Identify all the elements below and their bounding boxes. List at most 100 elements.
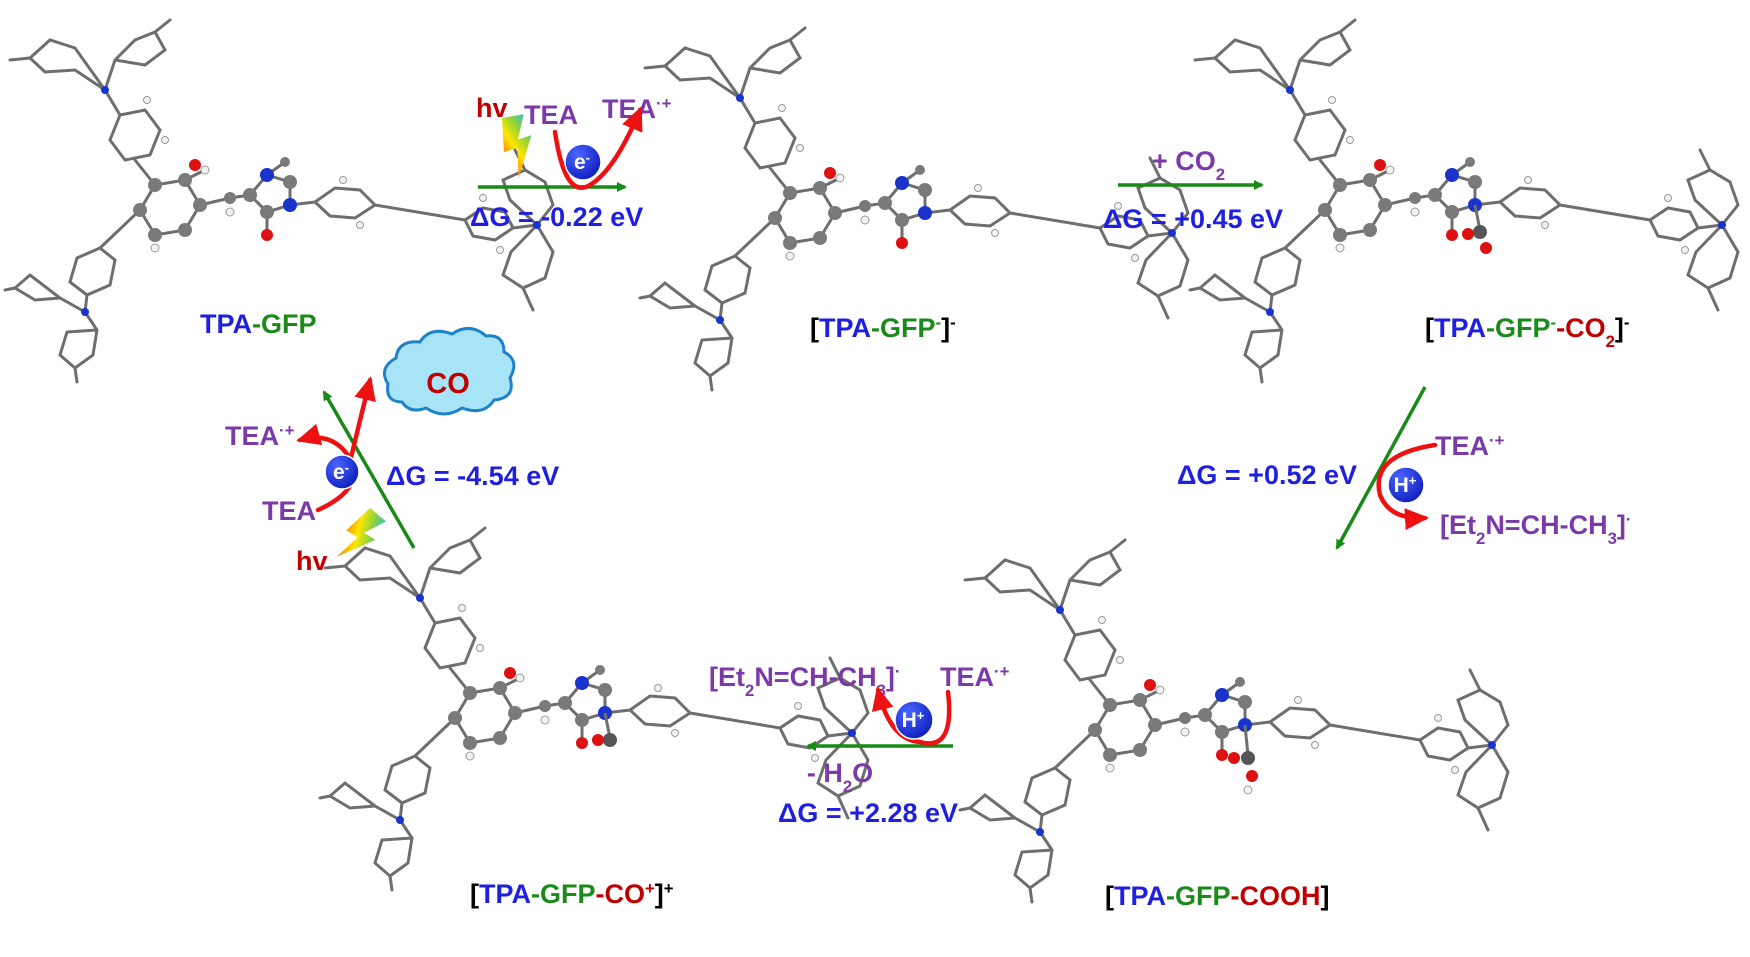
text-part: [ <box>810 313 819 343</box>
carbonyl-oxygen <box>592 734 604 746</box>
text-part: H <box>1394 474 1409 497</box>
tea-label-step5: TEA <box>262 496 316 526</box>
proton-badge-step3 <box>1387 466 1425 504</box>
label-tpa-gfp-cooh: [TPA-GFP-COOH] <box>1105 881 1330 911</box>
text-part: - <box>1551 313 1557 332</box>
arrow-step3 <box>1335 386 1427 550</box>
dg-label-step2: ΔG = +0.45 eV <box>1103 204 1283 234</box>
text-part: GFP <box>540 879 596 909</box>
text-part: e <box>333 461 345 484</box>
carboxyl-carbon <box>1241 751 1255 765</box>
text-part: CO <box>426 368 470 400</box>
text-part: ·+ <box>656 94 672 113</box>
text-part: [Et <box>1440 510 1476 540</box>
carboxyl-oxygen <box>1480 242 1492 254</box>
text-part: e <box>574 151 586 174</box>
text-part: ] <box>1617 510 1626 540</box>
text-part: - <box>1486 313 1495 343</box>
text-part: - <box>586 150 590 165</box>
text-part: O <box>852 758 873 788</box>
label-tpa-gfp-co-cation: [TPA-GFP-CO+]+ <box>470 879 674 910</box>
text-part: TEA <box>940 662 994 692</box>
text-part: · <box>1626 510 1632 529</box>
text-part: ΔG = +2.28 eV <box>778 798 958 828</box>
proton-badge-step3-label: H+ <box>1394 473 1417 498</box>
co-product-label: CO <box>426 368 470 400</box>
text-part: + <box>1409 473 1417 488</box>
text-part: + <box>664 879 674 898</box>
text-part: GFP <box>1175 881 1231 911</box>
label-tpa-gfp-co2-adduct: [TPA-GFP--CO2]- <box>1425 313 1629 351</box>
text-part: - <box>345 460 349 475</box>
co-release-curve-step5 <box>347 376 376 465</box>
proton-transfer-curve-step4 <box>871 686 952 746</box>
co2-reagent-label: + CO2 <box>1152 146 1225 184</box>
co-cloud-icon <box>382 327 516 416</box>
text-part: ] <box>886 662 895 692</box>
molecule-tpa-gfp-anion <box>638 26 1190 392</box>
text-part: TEA <box>225 421 279 451</box>
molecule-tpa-gfp-co2-adduct <box>1188 18 1740 384</box>
text-part: GFP <box>880 313 936 343</box>
hv-label-step5: hv <box>296 546 328 576</box>
carbonyl-carbon <box>603 733 617 747</box>
text-part: [Et <box>709 662 745 692</box>
arrow-step5 <box>322 390 416 549</box>
text-part: ·+ <box>279 421 295 440</box>
text-part: N=CH-CH <box>754 662 876 692</box>
text-part: · <box>895 662 901 681</box>
dg-label-step3: ΔG = +0.52 eV <box>1177 460 1357 490</box>
text-part: TPA <box>479 879 531 909</box>
text-part: hv <box>296 546 328 576</box>
text-part: 3 <box>1608 529 1617 548</box>
text-part: ] <box>1615 313 1624 343</box>
text-part: 2 <box>843 777 852 796</box>
text-part: - <box>871 313 880 343</box>
text-part: - <box>596 879 605 909</box>
tea-radical-label-step5: TEA·+ <box>225 421 295 452</box>
text-part: - <box>950 313 956 332</box>
text-part: + CO <box>1152 146 1216 176</box>
text-part: ΔG = +0.45 eV <box>1103 204 1283 234</box>
text-part: - <box>1556 313 1565 343</box>
electron-badge-step5 <box>324 454 360 490</box>
hv-label-step1: hv <box>476 93 508 123</box>
electron-badge-step1 <box>564 143 602 181</box>
dg-label-step4: ΔG = +2.28 eV <box>778 798 958 828</box>
text-part: CO <box>605 879 646 909</box>
text-part: 2 <box>1606 332 1615 351</box>
electron-badge-step1-label: e- <box>574 150 590 175</box>
carboxyl-oxygen <box>1228 752 1240 764</box>
hydroxyl-hydrogen <box>1243 785 1253 795</box>
carboxyl-oxygen <box>1462 228 1474 240</box>
text-part: N=CH-CH <box>1485 510 1607 540</box>
text-part: GFP <box>261 309 317 339</box>
light-bolt-icon <box>502 114 532 179</box>
text-part: ΔG = -0.22 eV <box>470 202 643 232</box>
light-bolt-icon <box>336 508 387 557</box>
text-part: GFP <box>1495 313 1551 343</box>
text-part: + <box>645 879 655 898</box>
carboxyl-carbon <box>1473 225 1487 239</box>
text-part: ΔG = -4.54 eV <box>386 461 559 491</box>
tea-radical-label-step3: TEA·+ <box>1435 431 1505 462</box>
text-part: TPA <box>819 313 871 343</box>
molecule-tpa-gfp-cooh <box>958 538 1510 904</box>
text-part: + <box>917 708 925 723</box>
text-part: - <box>252 309 261 339</box>
text-part: - H <box>807 758 843 788</box>
text-part: - <box>531 879 540 909</box>
proton-badge-step4-label: H+ <box>902 708 925 733</box>
text-part: TEA <box>602 94 656 124</box>
dg-label-step1: ΔG = -0.22 eV <box>470 202 643 232</box>
molecule-tpa-gfp <box>3 18 555 384</box>
water-loss-label: - H2O <box>807 758 873 796</box>
text-part: ] <box>941 313 950 343</box>
proton-transfer-curve-step3 <box>1376 442 1438 531</box>
text-part: [ <box>470 879 479 909</box>
text-part: - <box>936 313 942 332</box>
label-tpa-gfp-anion: [TPA-GFP-]- <box>810 313 956 344</box>
tea-label-step1: TEA <box>524 100 578 130</box>
